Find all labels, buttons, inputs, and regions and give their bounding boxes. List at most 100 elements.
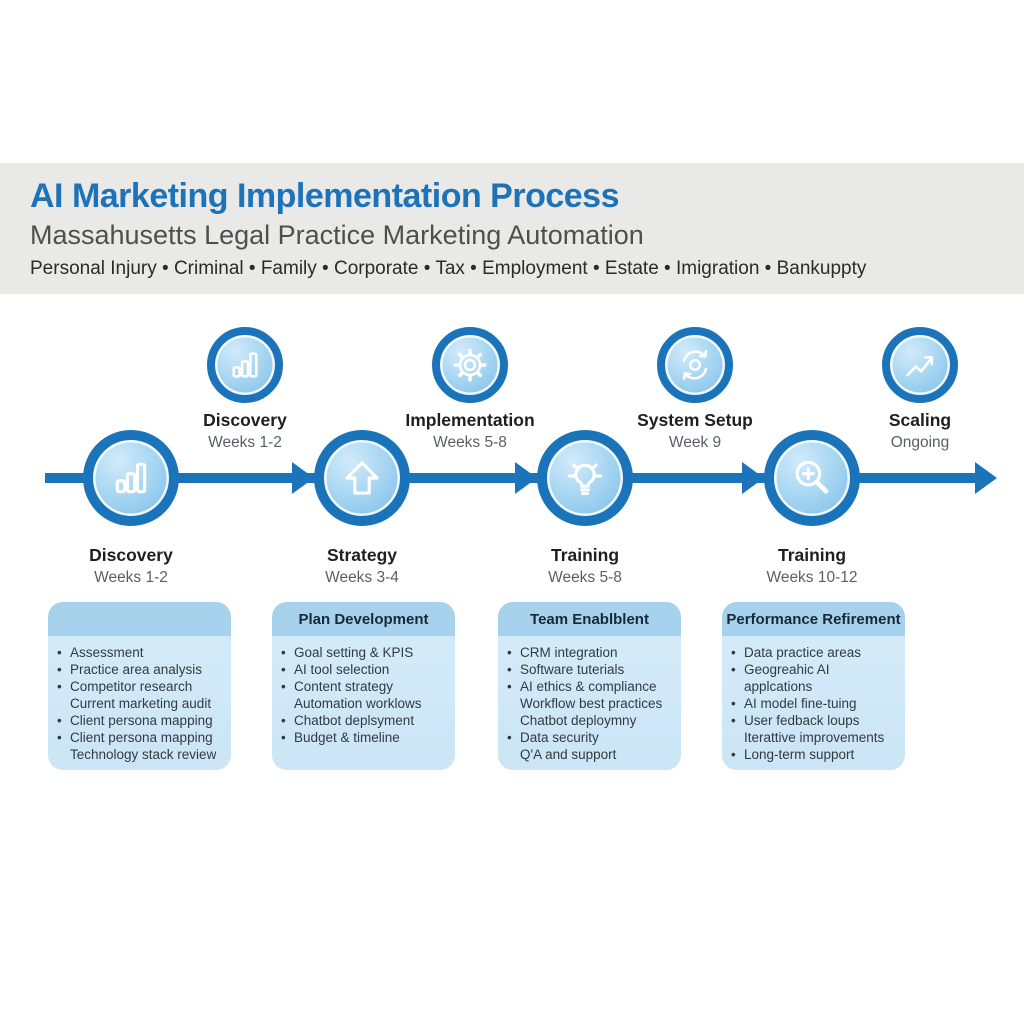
- step-circle: [83, 430, 179, 526]
- list-item-text: Current marketing audit: [70, 696, 212, 711]
- detail-box-title: Performance Refirement: [722, 602, 905, 636]
- milestone-sublabel: Ongoing: [890, 434, 950, 451]
- list-item-text: Q'A and support: [520, 747, 617, 762]
- bullet-dot: •: [731, 747, 736, 762]
- milestone-circle: [657, 327, 733, 403]
- bullet-dot: •: [281, 730, 286, 745]
- step-label: Training: [550, 545, 620, 565]
- step-sublabel: Weeks 1-2: [94, 569, 168, 586]
- list-item: • Budget & timeline: [281, 729, 450, 746]
- bullet-dot: •: [57, 730, 62, 745]
- detail-box-list: • Goal setting & KPIS • AI tool selection • C…: [272, 636, 455, 752]
- list-item-text: Software tuterials: [520, 662, 625, 677]
- list-item-text: Content strategy: [294, 679, 394, 694]
- list-item: •Iterattive improvements: [731, 729, 900, 746]
- detail-box-title: Team Enablblent: [498, 602, 681, 636]
- list-item-text: Technology stack review: [70, 747, 217, 762]
- bullet-dot: •: [507, 679, 512, 694]
- arrowhead-icon: [292, 462, 314, 494]
- list-item-text: AI tool selection: [294, 662, 390, 677]
- bullet-dot: •: [731, 713, 736, 728]
- bar-chart-icon: [232, 352, 258, 378]
- gear-icon: [453, 348, 487, 382]
- list-item: •Data practice areas: [731, 644, 900, 661]
- list-item-text: CRM integration: [520, 645, 618, 660]
- detail-box-list: •Data practice areas•Geogreahic AI applc…: [722, 636, 905, 769]
- list-item-text: Automation worklows: [294, 696, 422, 711]
- list-item-text: Goal setting & KPIS: [294, 645, 414, 660]
- list-item-text: Client persona mapping: [70, 730, 213, 745]
- list-item: • Long-term support: [731, 746, 900, 763]
- step-circle: [537, 430, 633, 526]
- list-item-text: AI model fine-tuing: [744, 696, 857, 711]
- lightbulb-icon: [567, 463, 603, 496]
- bullet-dot: •: [281, 662, 286, 677]
- practice-areas-line: Personal Injury • Criminal • Family • Co…: [30, 258, 867, 279]
- arrowhead-end-icon: [975, 462, 997, 494]
- list-item: •Q'A and support: [507, 746, 676, 763]
- list-item-text: Budget & timeline: [294, 730, 400, 745]
- step-label: Strategy: [326, 545, 398, 565]
- list-item: • Content strategy: [281, 678, 450, 695]
- step-sublabel: Weeks 10-12: [766, 569, 858, 586]
- list-item: • AI ethics & compliance: [507, 678, 676, 695]
- bullet-dot: •: [281, 713, 286, 728]
- bullet-dot: •: [507, 662, 512, 677]
- list-item-text: Workflow best practices: [520, 696, 663, 711]
- step-label: Discovery: [89, 545, 173, 565]
- trend-up-icon: [906, 356, 934, 377]
- list-item: •Automation worklows: [281, 695, 450, 712]
- list-item: •Current marketing audit: [57, 695, 226, 712]
- list-item: •CRM integration: [507, 644, 676, 661]
- list-item-text: Data practice areas: [744, 645, 862, 660]
- page-subtitle: Massahusetts Legal Practice Marketing Au…: [30, 220, 644, 250]
- list-item-text: Data security: [520, 730, 599, 745]
- bullet-dot: •: [731, 662, 736, 677]
- detail-box-title: [48, 602, 231, 636]
- list-item: • Practice area analysis: [57, 661, 226, 678]
- step-circle: [314, 430, 410, 526]
- milestone-circle: [432, 327, 508, 403]
- list-item: •Technology stack review: [57, 746, 226, 763]
- bullet-dot: •: [731, 696, 736, 711]
- header-band: AI Marketing Implementation Process Mass…: [0, 163, 1024, 294]
- list-item: • Client persona mapping: [57, 729, 226, 746]
- bullet-dot: •: [281, 679, 286, 694]
- detail-box-list: •CRM integration•Software tuterials•AI e…: [498, 636, 681, 769]
- list-item: • AI model fine-tuing: [731, 695, 900, 712]
- detail-box-title: Plan Development: [272, 602, 455, 636]
- arrowhead-icon: [515, 462, 537, 494]
- list-item-text: Competitor research: [70, 679, 193, 694]
- step-sublabel: Weeks 3-4: [325, 569, 399, 586]
- bullet-dot: •: [57, 662, 62, 677]
- milestone-label: System Setup: [637, 410, 753, 430]
- list-item: •Client persona mapping: [57, 712, 226, 729]
- list-item: • User fedback loups: [731, 712, 900, 729]
- detail-box: Plan Development • Goal setting & KPIS • AI …: [272, 602, 455, 770]
- list-item-text: Long-term support: [744, 747, 855, 762]
- milestone-label: Scaling: [888, 410, 952, 430]
- arrow-up-icon: [345, 461, 379, 495]
- list-item: •Chatbot deploymny: [507, 712, 676, 729]
- list-item-text: Practice area analysis: [70, 662, 203, 677]
- list-item-text: User fedback loups: [744, 713, 860, 728]
- timeline-arrow-line: [45, 473, 977, 483]
- detail-box: Team Enablblent•CRM integration•Software…: [498, 602, 681, 770]
- list-item-text: Chatbot deplsyment: [294, 713, 415, 728]
- list-item: • Chatbot deplsyment: [281, 712, 450, 729]
- list-item-text: AI ethics & compliance: [520, 679, 657, 694]
- list-item: •Competitor research: [57, 678, 226, 695]
- list-item: •Geogreahic AI applcations: [731, 661, 900, 695]
- detail-box: Performance Refirement•Data practice are…: [722, 602, 905, 770]
- arrowhead-icon: [742, 462, 764, 494]
- milestone-sublabel: Weeks 5-8: [433, 434, 507, 451]
- bullet-dot: •: [281, 645, 286, 660]
- milestone-label: Discovery: [203, 410, 287, 430]
